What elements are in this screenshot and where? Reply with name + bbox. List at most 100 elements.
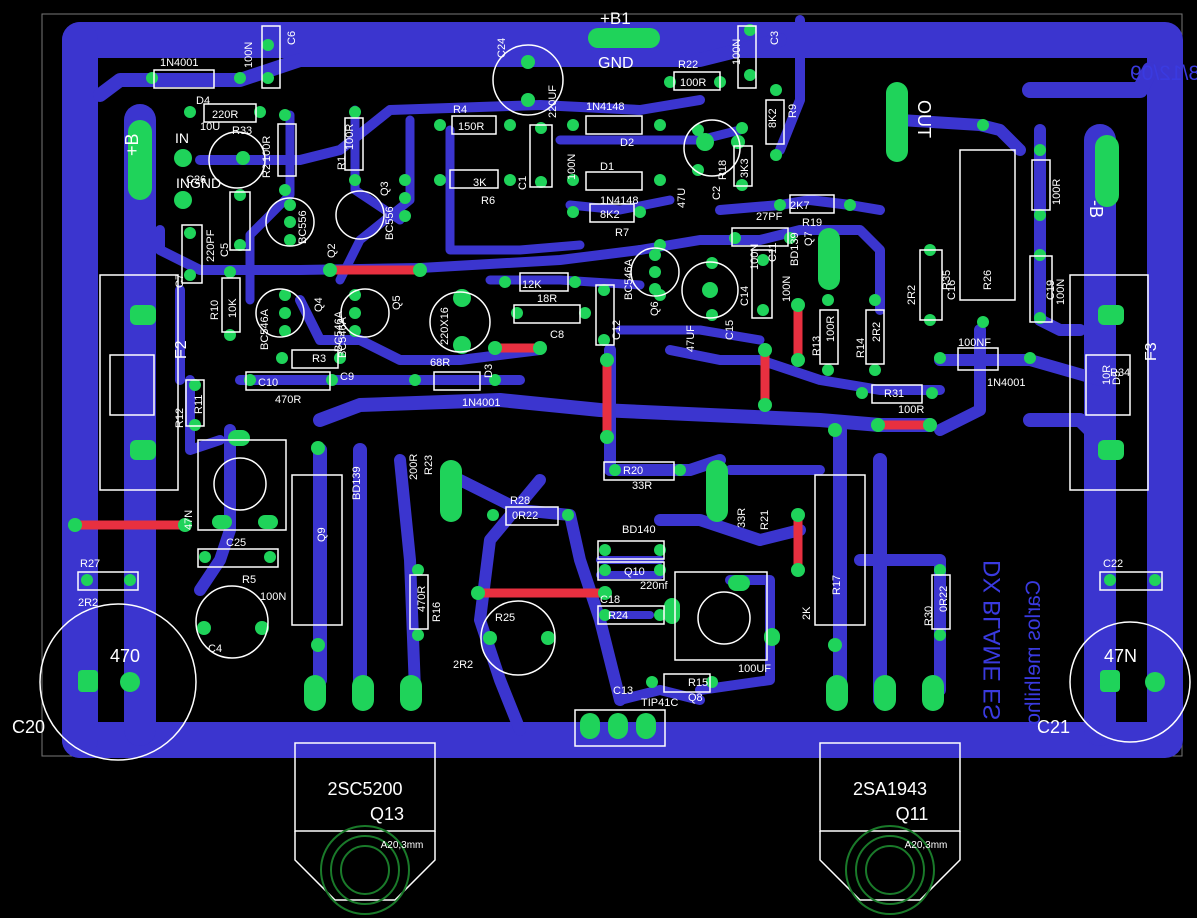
part-label: R16: [431, 602, 443, 622]
part-label: 100N: [781, 276, 793, 302]
part-label: BC546A: [337, 316, 349, 358]
part-label: D5: [1111, 371, 1123, 385]
part-label: 100R: [344, 124, 356, 150]
part-label: R35: [941, 270, 953, 290]
part-label: BC556: [384, 206, 396, 240]
part-label: 100R: [1051, 179, 1063, 205]
part-label: 100NF: [958, 337, 991, 349]
part-label: R17: [831, 575, 843, 595]
part-label: 220R: [212, 109, 238, 121]
part-label: 1N4001: [160, 57, 199, 69]
part-label: R30: [923, 606, 935, 626]
fuse-f3: F3: [1143, 342, 1160, 361]
part-label: C12: [611, 320, 623, 340]
part-label: C14: [739, 286, 751, 306]
part-label: D3: [483, 364, 495, 378]
part-label: 220UF: [547, 85, 559, 118]
part-label: 100N: [1055, 279, 1067, 305]
part-label: 47UF: [685, 325, 697, 352]
part-label: 33R: [736, 508, 748, 528]
part-label: 100N: [260, 591, 286, 603]
part-label: 33R: [632, 480, 652, 492]
part-label: R34: [1110, 367, 1130, 379]
part-label: 100N: [749, 244, 761, 270]
part-label: R1: [336, 156, 348, 170]
part-label: Q10: [624, 566, 645, 578]
part-label: 68R: [430, 357, 450, 369]
fuse-f2: F2: [173, 340, 190, 359]
supply-pos-label: +B1: [600, 9, 631, 28]
c21-ref: C21: [1037, 717, 1070, 737]
part-label: R31: [884, 388, 904, 400]
part-label: 1N4001: [462, 397, 501, 409]
part-label: BD140: [622, 524, 656, 536]
part-label: C9: [340, 371, 354, 383]
part-label: C18: [600, 594, 620, 606]
c20-value: 470: [110, 646, 140, 666]
q11-ref: Q11: [896, 804, 929, 824]
part-label: D1: [600, 161, 614, 173]
part-label: Q8: [688, 692, 703, 704]
part-label: C19: [1045, 280, 1057, 300]
part-label: R14: [855, 338, 867, 358]
part-label: 220nf: [640, 580, 668, 592]
part-label: 10K: [227, 298, 239, 318]
part-label: R3: [312, 353, 326, 365]
part-label: C4: [208, 643, 222, 655]
jumpers: [75, 265, 930, 598]
part-label: R7: [615, 227, 629, 239]
part-label: Q5: [391, 295, 403, 310]
part-label: R18: [717, 160, 729, 180]
part-label: 2R2: [871, 322, 883, 342]
header-labels: +B1 GND Detoner 28/12/09 OUT +B -B IN IN…: [122, 9, 1197, 725]
part-label: C3: [769, 31, 781, 45]
part-label: Q6: [649, 301, 661, 316]
part-label: R21: [759, 510, 771, 530]
part-label: 470R: [416, 586, 428, 612]
q13-part: 2SC5200: [327, 779, 402, 799]
part-label: BD139: [789, 232, 801, 266]
part-label: R26: [982, 270, 994, 290]
part-label: 8K2: [767, 108, 779, 128]
out-label: OUT: [914, 100, 934, 138]
part-label: 2R2: [78, 597, 98, 609]
part-label: C23: [0, 0, 20, 3]
part-label: BC546A: [333, 310, 345, 352]
q11-hole: A20,3mm: [905, 840, 948, 851]
part-label: R33: [232, 125, 252, 137]
part-label: 220X16: [439, 307, 451, 345]
big-cap-labels: C20 470 C21 47N: [12, 646, 1137, 737]
part-label: D2: [620, 137, 634, 149]
q13-hole: A20,3mm: [381, 840, 424, 851]
part-label: 8K2: [600, 209, 620, 221]
input-label: IN: [175, 130, 189, 146]
part-label: 100N: [243, 42, 255, 68]
credit-label: Carlos melhilho: [1022, 580, 1045, 725]
part-label: 100R: [261, 136, 273, 162]
part-label: 220UF: [0, 0, 33, 3]
part-label: 47N: [183, 510, 195, 530]
q11-part: 2SA1943: [853, 779, 927, 799]
part-label: R24: [608, 610, 628, 622]
part-label: D4: [196, 95, 210, 107]
part-label: R22: [678, 59, 698, 71]
c20-ref: C20: [12, 717, 45, 737]
part-label: C16: [946, 280, 958, 300]
part-label: C13: [613, 685, 633, 697]
part-label: R20: [623, 465, 643, 477]
part-label: C5: [219, 243, 231, 257]
part-label: C11: [767, 243, 779, 262]
part-label: 1N4148: [586, 101, 625, 113]
part-label: C15: [724, 320, 736, 340]
part-label: 1N4001: [987, 377, 1026, 389]
part-label: 100R: [680, 77, 706, 89]
c21-value: 47N: [1104, 646, 1137, 666]
plus-b-label: +B: [122, 133, 142, 156]
part-label: 12K: [522, 279, 542, 291]
part-label: 2K: [801, 606, 813, 620]
part-label: R11: [193, 395, 205, 414]
part-label: R2: [261, 164, 273, 178]
part-label: 0R22: [938, 586, 950, 612]
part-label: 27PF: [756, 211, 783, 223]
part-label: BD139: [351, 466, 363, 500]
